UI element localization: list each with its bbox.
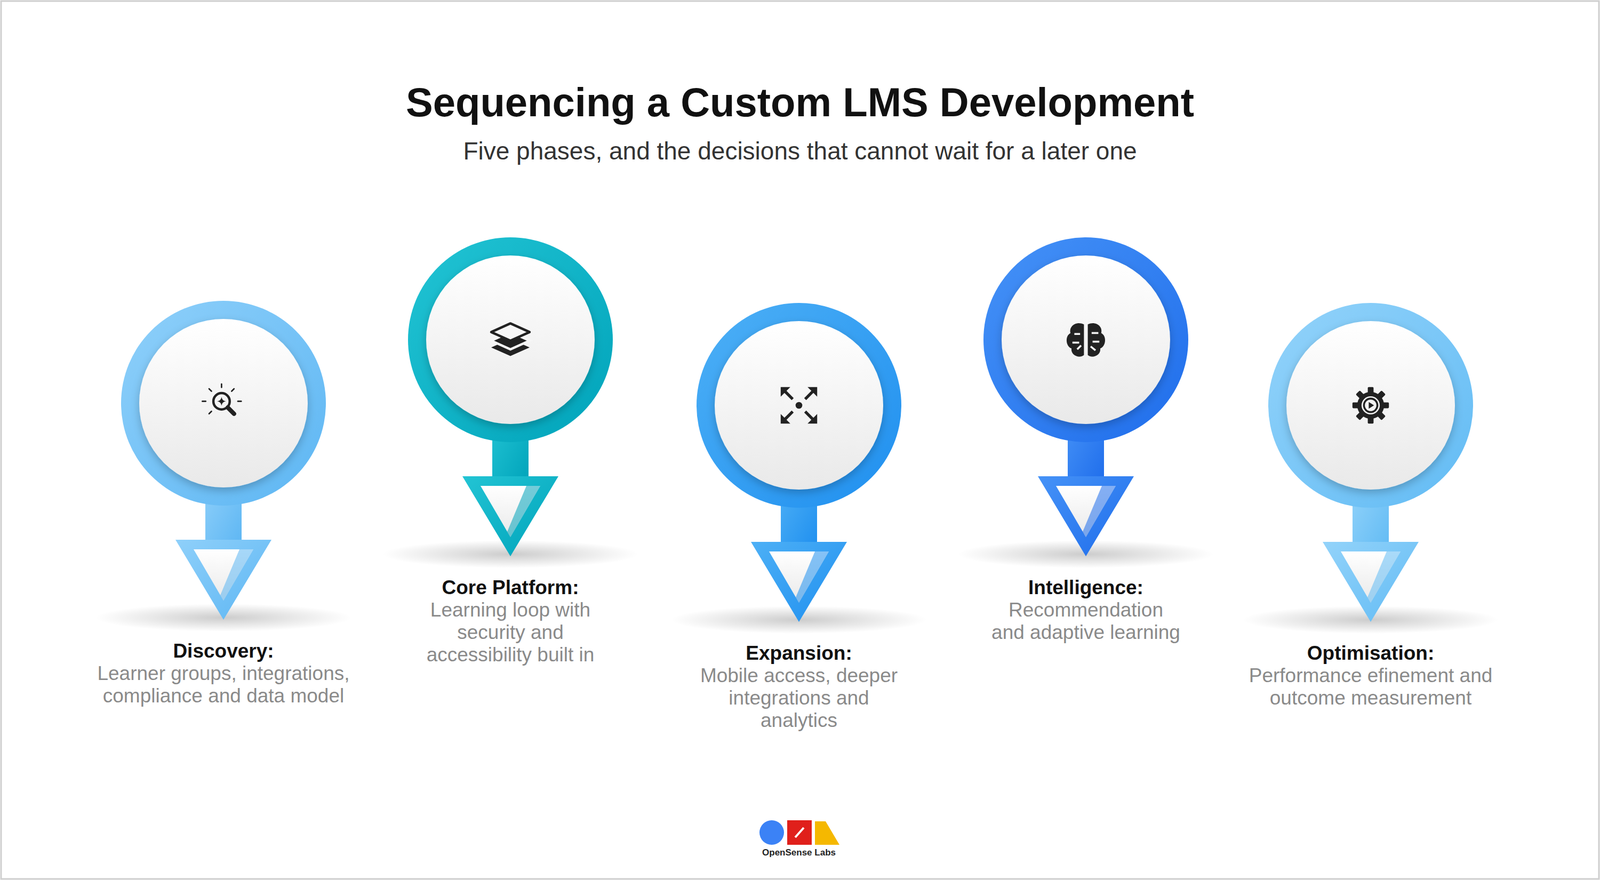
pin-ring [696,302,902,508]
phase-text: Intelligence:Recommendation and adaptive… [989,576,1182,644]
phase-icon [780,387,818,424]
phase-heading: Intelligence: [989,576,1182,599]
phase-text: Expansion:Mobile access, deeper integrat… [689,642,909,732]
pointer-stripe [1082,485,1116,538]
pointer-face [1340,551,1401,603]
phase-description: Recommendation and adaptive learning [989,598,1182,644]
pointer-stripe [1367,551,1401,603]
pin-pointer [1322,541,1419,622]
pointer-face [193,549,254,601]
phase-heading: Core Platform: [403,576,618,599]
pointer-face [769,551,829,603]
pin-pointer [175,539,272,620]
pin-shape [1221,282,1520,635]
pointer-stripe [795,551,829,603]
phase-pin: Discovery:Learner groups, integrations, … [74,280,373,750]
pin-pointer [750,541,847,622]
pin-ring [121,300,326,506]
pin-shape [361,217,660,570]
brand-name: OpenSense Labs [718,847,879,859]
phase-heading: Expansion: [689,642,909,665]
pin-face [714,321,884,490]
phase-description: Learner groups, integrations, compliance… [92,662,355,708]
pin-ring [983,237,1189,443]
phase-pin: Optimisation:Performance efinement and o… [1221,282,1520,752]
pin-shape [936,217,1236,570]
phase-icon [202,384,242,414]
phase-pin: Expansion:Mobile access, deeper integrat… [649,282,949,752]
phase-icon [1066,323,1106,357]
phase-text: Discovery:Learner groups, integrations, … [92,640,355,708]
pin-face [139,318,308,488]
pointer-face [1056,485,1116,538]
phase-icon [1352,387,1389,424]
phase-icon [491,323,530,356]
phase-description: Performance efinement and outcome measur… [1245,664,1496,710]
pin-ring [1268,302,1474,508]
phase-text: Optimisation:Performance efinement and o… [1245,642,1496,710]
logo-square [787,820,812,845]
logo-triangle [814,821,840,845]
diagram-subtitle: Five phases, and the decisions that cann… [0,136,1600,166]
phase-description: Learning loop with security and accessib… [403,598,618,667]
phase-description: Mobile access, deeper integrations and a… [689,664,909,732]
pin-face [426,255,595,424]
logo-slash [795,827,804,838]
pin-pointer [1037,476,1134,557]
pointer-stripe [507,485,541,538]
pin-shape [649,282,949,635]
pointer-face [480,485,541,538]
logo-circle [759,820,784,845]
pointer-stripe [220,549,254,601]
pin-pointer [462,476,559,557]
phase-text: Core Platform:Learning loop with securit… [403,576,618,667]
pin-face [1286,321,1455,490]
phase-pin: Core Platform:Learning loop with securit… [361,217,660,687]
diagram-title: Sequencing a Custom LMS Development [0,77,1600,127]
pin-face [1001,255,1171,424]
phase-heading: Optimisation: [1245,642,1496,665]
pin-shape [74,280,373,633]
pin-ring [408,237,613,443]
phase-pin: Intelligence:Recommendation and adaptive… [936,217,1236,687]
phase-heading: Discovery: [92,640,355,663]
brand-logo [759,820,840,845]
